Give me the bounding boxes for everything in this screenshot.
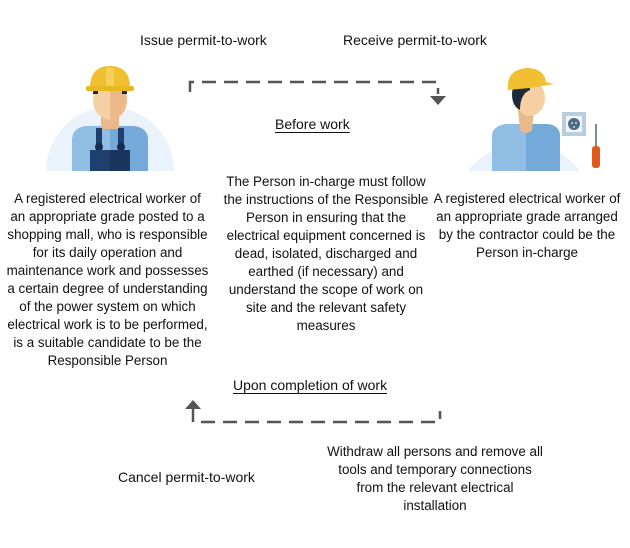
worker-with-overalls-icon — [46, 66, 174, 171]
receive-permit-label: Receive permit-to-work — [343, 32, 487, 48]
bottom-arrow-line — [191, 408, 442, 424]
top-arrow-head — [430, 96, 446, 105]
upon-completion-heading: Upon completion of work — [233, 377, 388, 393]
withdraw-persons-label: Withdraw all persons and remove all tool… — [327, 444, 543, 513]
cancel-permit-label: Cancel permit-to-work — [118, 469, 255, 485]
person-in-charge-description: A registered electrical worker of an app… — [433, 191, 621, 260]
responsible-person-description: A registered electrical worker of an app… — [6, 191, 209, 368]
bottom-arrow-head — [185, 400, 201, 409]
worker-with-socket-and-screwdriver-icon — [468, 68, 600, 171]
top-arrow-line — [188, 80, 440, 94]
issue-permit-label: Issue permit-to-work — [140, 32, 267, 48]
before-work-heading: Before work — [275, 116, 350, 132]
person-in-charge-duties: The Person in-charge must follow the ins… — [223, 174, 429, 333]
